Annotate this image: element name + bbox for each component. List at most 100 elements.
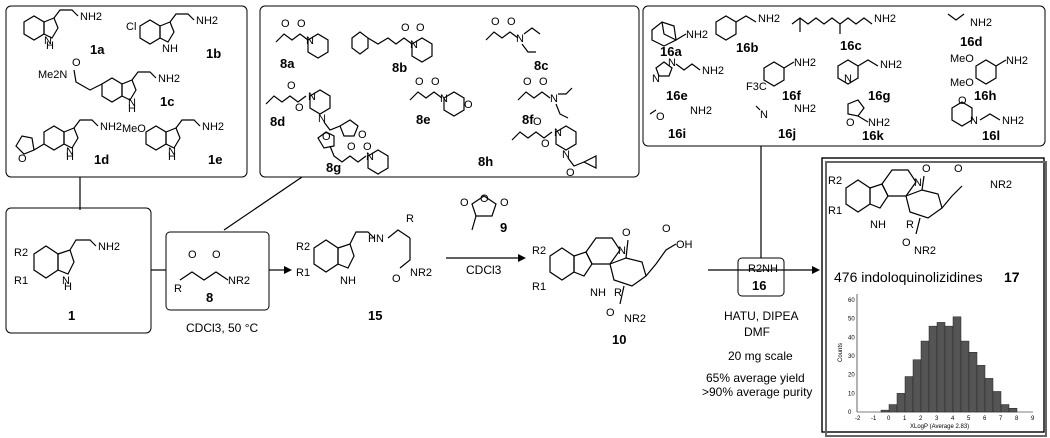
- atom-label: O: [295, 102, 304, 114]
- atom-label: N: [168, 146, 176, 158]
- atom-label: O: [416, 22, 425, 34]
- atom-label: NH2: [690, 105, 712, 117]
- x-tick-label: 2: [919, 416, 923, 422]
- atom-label: R1: [532, 281, 546, 293]
- atom-label: O: [622, 227, 631, 239]
- atom-label: NH2: [98, 241, 120, 253]
- histogram-bar: [960, 340, 970, 413]
- atom-label: O: [358, 129, 367, 141]
- compound-label: 8e: [416, 112, 430, 127]
- atom-label: N: [554, 127, 562, 139]
- x-tick-label: 1: [903, 416, 907, 422]
- condition-purity: >90% average purity: [702, 385, 812, 399]
- ketoamide-8f: O O N 8f: [517, 76, 573, 127]
- x-tick-label: 0: [887, 416, 891, 422]
- compound-15: R2 R1 HN R O NR2 NH 15: [296, 213, 432, 323]
- amine-16j: N NH2 16j: [755, 103, 816, 141]
- compound-label: 16a: [660, 44, 682, 59]
- condition-scale: 20 mg scale: [728, 349, 793, 363]
- atom-label: O: [902, 237, 911, 249]
- compound-8-box: [165, 231, 270, 311]
- atom-label: O: [460, 197, 469, 209]
- compound-label: 1: [68, 308, 75, 323]
- ketoamide-8b: O O N 8b: [351, 22, 433, 75]
- compound-label: 16i: [668, 126, 686, 141]
- atom-label: O: [464, 99, 473, 111]
- product-label: 17: [1004, 269, 1020, 285]
- atom-label: R: [406, 213, 414, 225]
- atom-label: O: [954, 163, 963, 175]
- amine-16g: N NH2 16g: [837, 59, 902, 103]
- atom-label: F3C: [746, 81, 767, 93]
- compound-8: O O R NR2 8: [174, 249, 250, 305]
- histogram-bar: [904, 376, 914, 413]
- compound-1-box: [5, 207, 152, 334]
- y-axis-label: Counts: [838, 343, 844, 362]
- atom-label: O: [347, 141, 356, 153]
- atom-label: N: [914, 177, 922, 189]
- compound-label: 8a: [280, 56, 295, 71]
- atom-label: O: [541, 138, 550, 150]
- compound-10: R2 R1 N O O OH NH R O NR2 10: [532, 223, 693, 347]
- arrow-head: [284, 266, 292, 274]
- histogram-bar: [936, 322, 946, 413]
- ketoamide-8d: O O N N O O 8d: [265, 80, 367, 143]
- atom-label: R: [614, 287, 622, 299]
- atom-label: N: [44, 35, 52, 47]
- compound-label: 8h: [478, 154, 493, 169]
- compound-label: 9: [500, 220, 507, 235]
- histogram-bar: [912, 359, 922, 413]
- atom-label: O: [958, 95, 967, 107]
- condition-step1: CDCl3, 50 °C: [186, 321, 258, 335]
- x-tick-label: -1: [871, 416, 877, 422]
- compound-label: 10: [612, 332, 626, 347]
- ketoamide-8a: O O N 8a: [275, 18, 329, 71]
- compound-label: 1e: [208, 152, 222, 167]
- histogram-bar: [888, 404, 898, 413]
- compound-label: 8d: [270, 114, 285, 129]
- atom-label: O: [281, 18, 290, 30]
- compound-label: 1d: [94, 152, 109, 167]
- y-tick-label: 60: [848, 298, 855, 304]
- x-tick-label: 8: [1015, 416, 1019, 422]
- atom-label: O: [480, 193, 489, 205]
- compound-label: 16e: [666, 88, 688, 103]
- histogram-bar: [984, 378, 994, 413]
- atom-label: NR2: [990, 179, 1012, 191]
- histogram-bar: [928, 325, 938, 413]
- atom-label: OH: [676, 239, 693, 251]
- atom-label: O: [656, 111, 665, 123]
- atom-label: NR2: [410, 267, 432, 279]
- ketoamide-8c: O O N 8c: [485, 16, 548, 73]
- atom-label: O: [297, 18, 306, 30]
- atom-label: N: [62, 275, 70, 287]
- atom-label: R2: [828, 175, 842, 187]
- atom-label: MeO: [122, 123, 146, 135]
- ketoamide-8h: O O N N O 8h: [478, 116, 597, 179]
- atom-label: N: [844, 73, 852, 85]
- atom-label: N: [306, 35, 314, 47]
- atom-label: NH2: [868, 117, 890, 129]
- compound-label: 8g: [326, 160, 341, 175]
- atom-label: O: [523, 76, 532, 88]
- x-tick-label: 7: [999, 416, 1003, 422]
- amine-16k: O NH2 16k: [846, 99, 890, 143]
- atom-label: NH2: [794, 57, 816, 69]
- amine-16h: MeO MeO NH2 16h: [950, 53, 1028, 103]
- atom-label: O: [322, 131, 331, 143]
- y-tick-label: 0: [848, 410, 852, 416]
- atom-label: NH: [870, 219, 886, 231]
- histogram-bar: [968, 352, 978, 413]
- compound-label: 16l: [982, 128, 1000, 143]
- atom-label: O: [401, 22, 410, 34]
- y-tick-label: 20: [848, 373, 855, 379]
- atom-label: NH2: [758, 13, 780, 25]
- atom-label: NH2: [80, 11, 102, 23]
- atom-label: O: [606, 307, 615, 319]
- arrow-head: [812, 266, 820, 274]
- atom-label: NH2: [686, 29, 708, 41]
- x-tick-label: 5: [967, 416, 971, 422]
- atom-label: MeO: [950, 77, 974, 89]
